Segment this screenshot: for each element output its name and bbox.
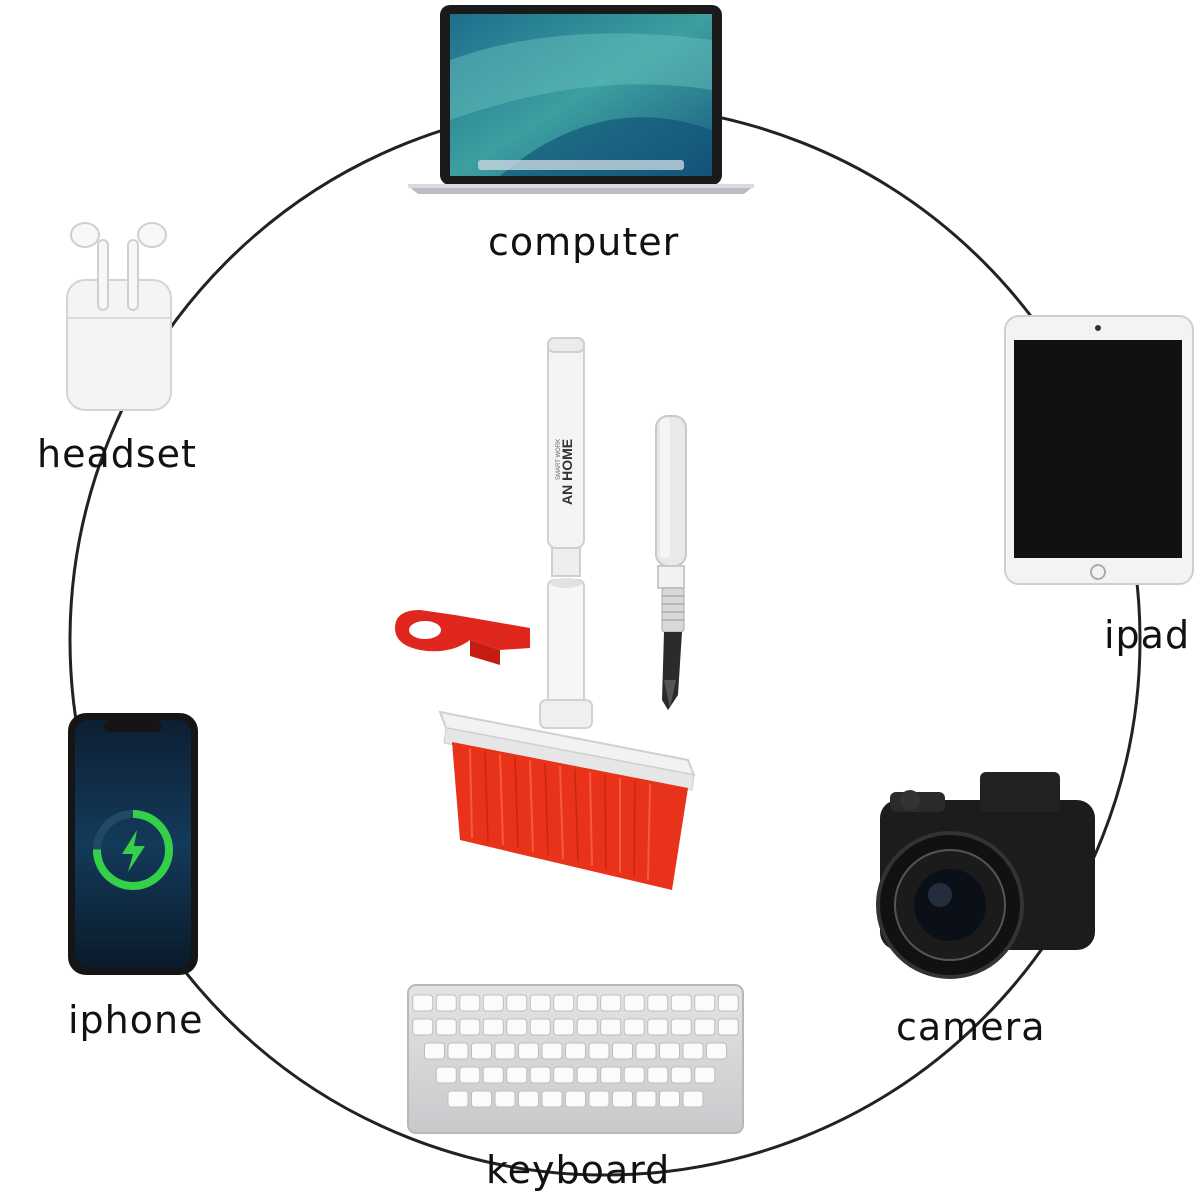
keyboard-key [518, 1042, 539, 1060]
label-camera: camera [896, 1005, 1046, 1049]
keyboard-key [694, 1018, 716, 1036]
keyboard-key [553, 1066, 575, 1084]
keyboard-key [647, 1018, 669, 1036]
keyboard-key [576, 1066, 598, 1084]
keyboard-key [612, 1090, 633, 1108]
tablet-icon [1004, 315, 1194, 585]
keyboard-key [435, 1018, 457, 1036]
keyboard-key [459, 1018, 481, 1036]
keyboard-key [600, 1066, 622, 1084]
keyboard-key [435, 994, 457, 1012]
keyboard-key [459, 1066, 481, 1084]
keyboard-key [670, 1018, 692, 1036]
keyboard-key [529, 1066, 551, 1084]
keyboard-key [659, 1090, 680, 1108]
keyboard-key [576, 1018, 598, 1036]
label-headset: headset [37, 432, 197, 476]
keyboard-key [518, 1090, 539, 1108]
keyboard-key [424, 1042, 445, 1060]
label-keyboard: keyboard [486, 1148, 671, 1192]
keyboard-key [529, 994, 551, 1012]
keyboard-key [670, 994, 692, 1012]
keyboard-icon [407, 984, 744, 1134]
keyboard-key [482, 1066, 504, 1084]
keyboard-key [706, 1042, 727, 1060]
label-computer: computer [488, 220, 680, 264]
keyboard-key [635, 1090, 657, 1108]
keyboard-key [565, 1090, 586, 1108]
keyboard-key [471, 1090, 492, 1108]
keyboard-key [553, 1018, 575, 1036]
keyboard-key [553, 994, 575, 1012]
keyboard-key [623, 994, 645, 1012]
keyboard-key [588, 1042, 610, 1060]
smartphone-icon [68, 713, 198, 975]
keyboard-key [612, 1042, 633, 1060]
keyboard-key [471, 1042, 492, 1060]
keyboard-key [600, 1018, 622, 1036]
charge-ring [93, 810, 173, 890]
brand-logo: AN HOME [559, 439, 575, 505]
keyboard-key [635, 1042, 657, 1060]
keyboard-key [435, 1066, 457, 1084]
cleaning-brush-icon: AN HOME SMART WORK [395, 337, 696, 890]
keyboard-key [623, 1066, 645, 1084]
keyboard-key [506, 994, 528, 1012]
keyboard-key [647, 1066, 669, 1084]
keyboard-key [494, 1042, 516, 1060]
keyboard-key [529, 1018, 551, 1036]
keyboard-key [447, 1090, 469, 1108]
keyboard-key [647, 994, 669, 1012]
keyboard-key [623, 1018, 645, 1036]
label-iphone: iphone [68, 998, 204, 1042]
laptop-icon [408, 5, 754, 194]
earbuds-case-icon [66, 222, 172, 411]
keyboard-key [659, 1042, 680, 1060]
keyboard-key [588, 1090, 610, 1108]
charging-bolt-icon [122, 830, 145, 872]
keyboard-key [447, 1042, 469, 1060]
brand-tagline: SMART WORK [556, 439, 562, 480]
keyboard-key [694, 994, 716, 1012]
keyboard-key [494, 1090, 516, 1108]
keyboard-key [717, 1018, 739, 1036]
keyboard-key [565, 1042, 586, 1060]
camera-icon [876, 772, 1095, 979]
keyboard-key [412, 1018, 434, 1036]
keyboard-key [576, 994, 598, 1012]
keyboard-key [717, 994, 739, 1012]
keyboard-key [682, 1090, 704, 1108]
keyboard-key [541, 1042, 563, 1060]
keyboard-key [506, 1066, 528, 1084]
keyboard-key [694, 1066, 716, 1084]
keyboard-key [412, 994, 434, 1012]
keyboard-key [459, 994, 481, 1012]
keyboard-key [482, 994, 504, 1012]
label-ipad: ipad [1104, 613, 1191, 657]
keyboard-key [670, 1066, 692, 1084]
keyboard-key [506, 1018, 528, 1036]
keyboard-key [541, 1090, 563, 1108]
keyboard-key [600, 994, 622, 1012]
keyboard-key [682, 1042, 704, 1060]
keyboard-key [482, 1018, 504, 1036]
